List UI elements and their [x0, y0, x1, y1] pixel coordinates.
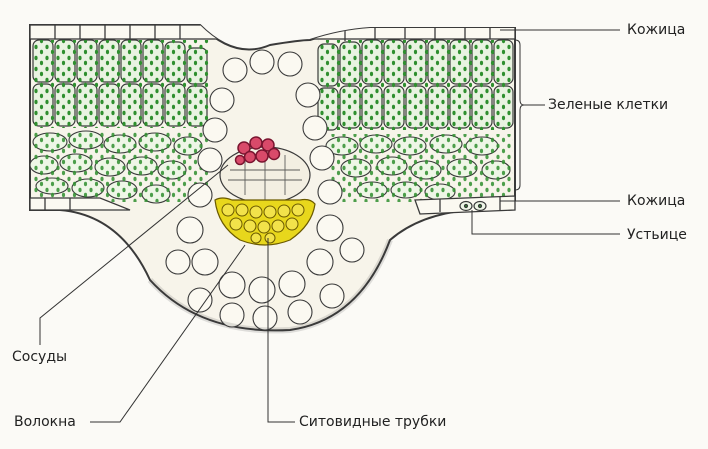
left-palisade-chloroplasts [33, 40, 209, 128]
label-epidermis-bottom: Кожица [627, 193, 686, 209]
leader-stoma [471, 210, 620, 235]
bracket-green-cells [514, 39, 525, 191]
vein-lower-epidermis [147, 238, 393, 334]
leader-lines [39, 29, 620, 423]
stoma [459, 200, 487, 212]
label-vessels: Сосуды [12, 349, 68, 365]
right-palisade-chloroplasts [318, 40, 513, 130]
vein-parenchyma [165, 49, 365, 331]
leader-vessels [39, 164, 229, 345]
label-epidermis-top: Кожица [627, 22, 686, 38]
leader-sieve-tubes [267, 238, 295, 423]
label-stoma: Устьице [627, 227, 687, 243]
left-spongy-chloroplasts [33, 132, 208, 202]
right-spongy-chloroplasts [330, 134, 513, 202]
vessels [234, 136, 281, 166]
leader-fibers [90, 244, 246, 423]
label-fibers: Волокна [14, 414, 76, 430]
leaf-tissue [29, 24, 516, 334]
label-green-cells: Зеленые клетки [548, 97, 669, 113]
label-sieve-tubes: Ситовидные трубки [299, 414, 447, 430]
